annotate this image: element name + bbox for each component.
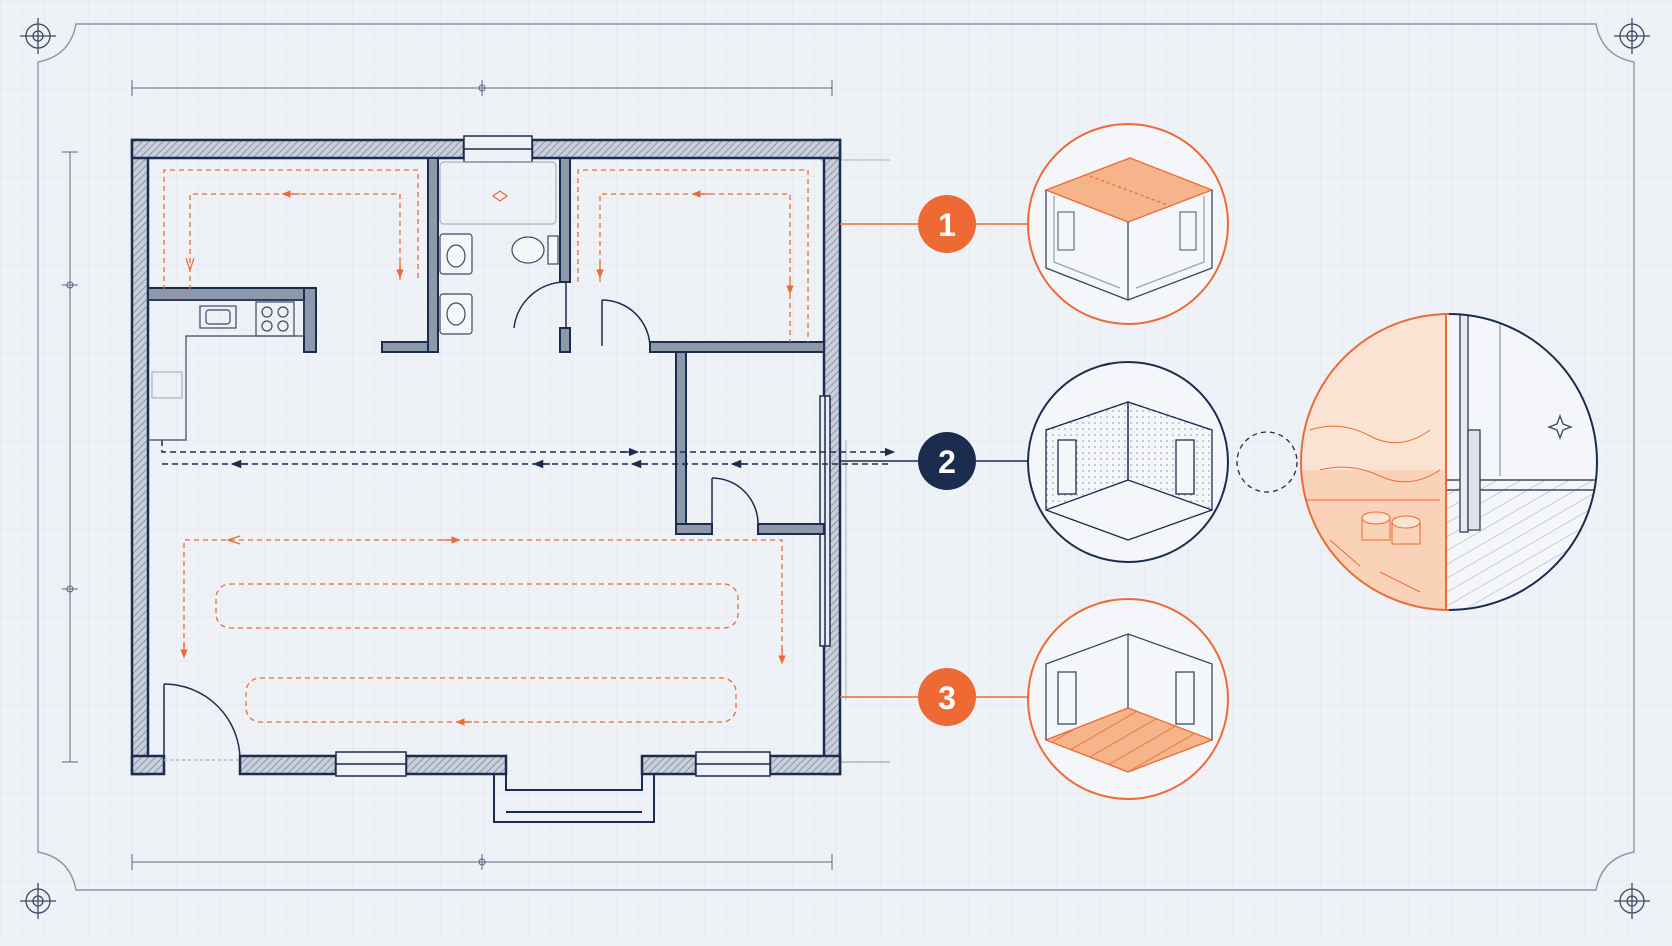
registration-mark-bottom-right [1614, 883, 1650, 919]
walls-room-illustration [1027, 361, 1229, 563]
bathroom-fixtures [439, 161, 559, 335]
exterior-walls [130, 138, 842, 776]
step-badge-1: 1 [918, 195, 976, 253]
floor-route-arrows [180, 535, 786, 726]
dimension-lines [62, 80, 890, 870]
step-badge-1-number: 1 [938, 207, 956, 243]
step-badge-2: 2 [918, 432, 976, 490]
ceiling-route-arrows [185, 190, 794, 295]
ceiling-room-illustration [1027, 123, 1229, 325]
floor-room-illustration [1027, 598, 1229, 800]
zoom-connector-circle [1236, 431, 1298, 493]
kitchen-counter [148, 299, 305, 441]
doors [163, 281, 759, 761]
ceiling-fixture-marker [491, 190, 509, 202]
registration-mark-top-right [1614, 18, 1650, 54]
step-badge-3: 3 [918, 668, 976, 726]
floor-route [183, 539, 783, 723]
zoom-detail-illustration [1300, 313, 1598, 611]
registration-mark-top-left [20, 18, 56, 54]
floor-plan [130, 135, 896, 823]
walls-route [161, 440, 888, 465]
step-badge-3-number: 3 [938, 680, 956, 716]
bay-window [493, 756, 655, 823]
drawing-border [37, 23, 1635, 891]
interior-walls [147, 157, 825, 535]
windows [335, 135, 831, 777]
walls-route-arrows [230, 447, 896, 469]
registration-mark-bottom-left [20, 883, 56, 919]
step-badge-2-number: 2 [938, 444, 956, 480]
leader-lines [840, 223, 1028, 698]
